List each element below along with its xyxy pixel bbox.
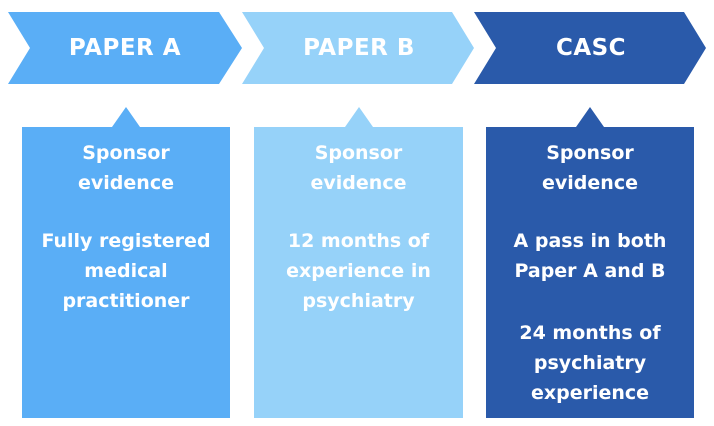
sponsor-evidence-label: Sponsor evidence <box>310 142 407 194</box>
requirement-text: A pass in both Paper A and B <box>513 230 667 282</box>
step-title-paper-b: PAPER B <box>303 35 415 61</box>
sponsor-evidence-label: Sponsor evidence <box>542 142 638 194</box>
box-paper-a <box>22 107 230 418</box>
step-title-casc: CASC <box>555 35 627 61</box>
requirements-paper-b: Sponsor evidence 12 months of experience… <box>254 138 463 418</box>
chevron-paper-b <box>242 12 474 84</box>
box-casc <box>486 107 694 418</box>
requirements-casc: Sponsor evidence A pass in both Paper A … <box>486 138 694 418</box>
requirement-text: 12 months of experience in psychiatry <box>286 230 431 312</box>
requirement-text: Fully registered medical practitioner <box>41 230 211 312</box>
chevron-paper-a <box>8 12 242 84</box>
box-paper-b <box>254 107 463 418</box>
sponsor-evidence-label: Sponsor evidence <box>78 142 174 194</box>
step-title-paper-a: PAPER A <box>68 35 182 61</box>
extra-requirement-text: 24 months of psychiatry experience <box>519 322 661 404</box>
chevron-casc <box>474 12 706 84</box>
requirements-paper-a: Sponsor evidence Fully registered medica… <box>22 138 230 418</box>
